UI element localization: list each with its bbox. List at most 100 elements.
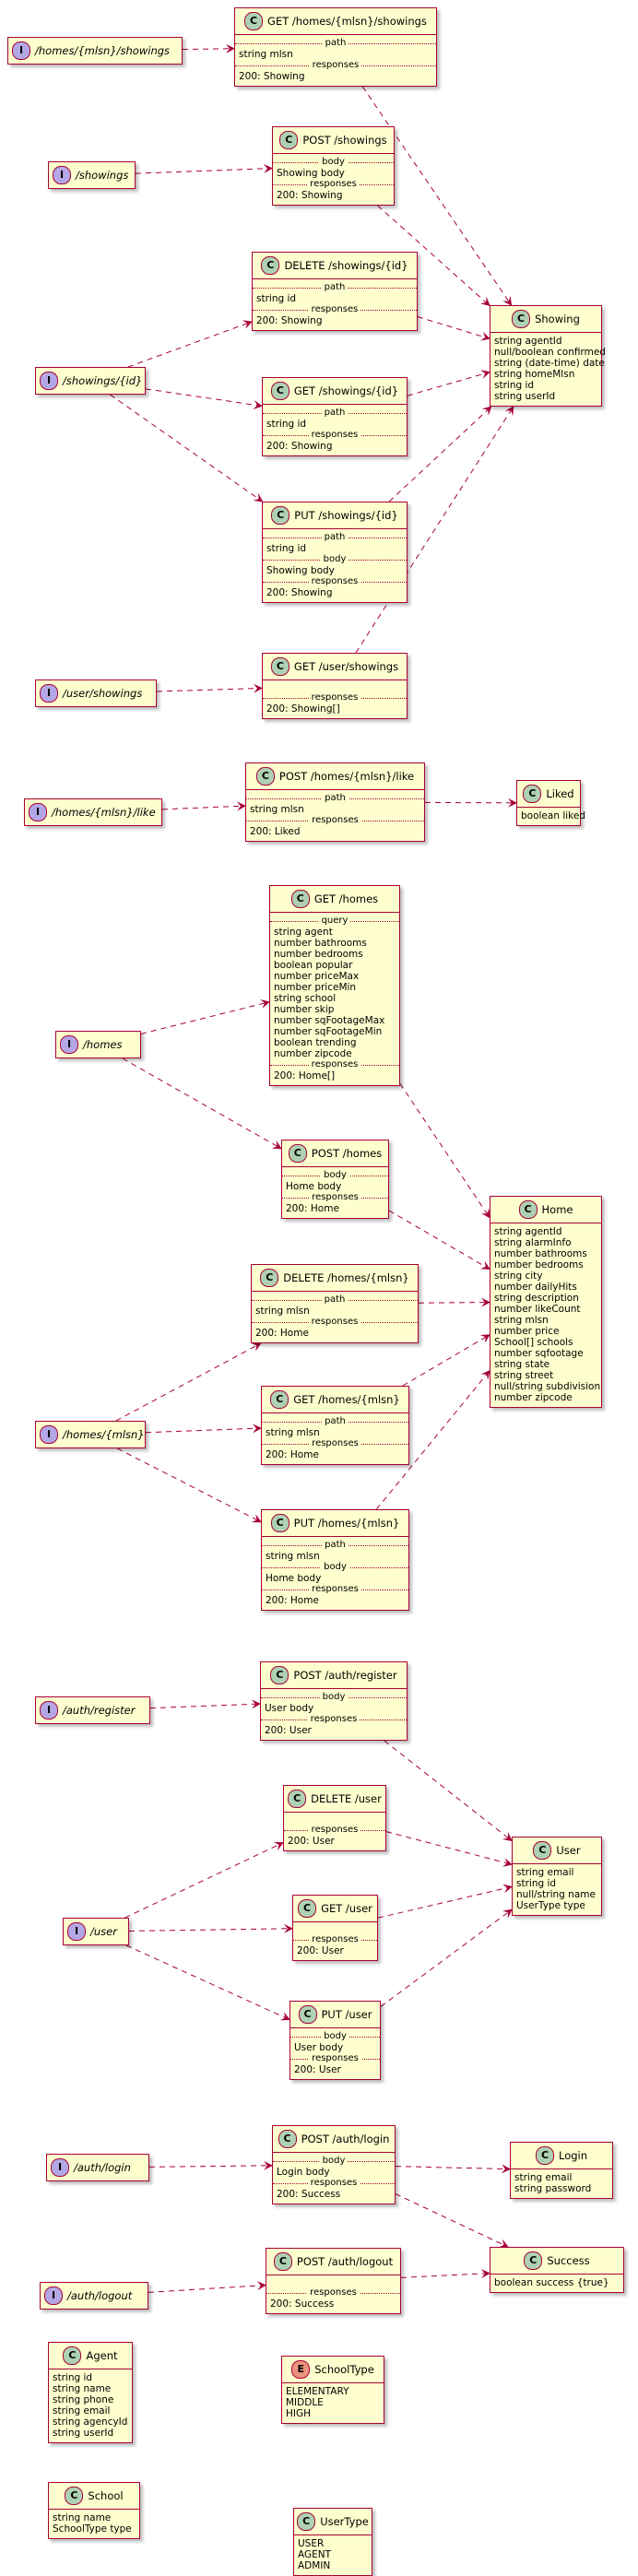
section-divider: responses [270,1059,399,1070]
field-row: string homeMlsn [494,369,597,380]
section-label: responses [309,1825,361,1835]
section-divider: path [252,1294,418,1306]
interface-label: /homes/{mlsn}/like [52,806,156,819]
dependency-arrow [150,1704,260,1708]
dependency-arrow [400,1083,490,1217]
field-row: School[] schools [494,1337,597,1348]
field-row: string id [53,2372,128,2383]
field-row: 200: Showing [266,587,403,598]
section-gap [288,1815,382,1825]
interface-auth-register[interactable]: I/auth/register [35,1696,150,1724]
section-divider: path [246,793,424,804]
field-row: string mlsn [250,804,420,815]
class-body: boolean liked [517,808,580,825]
interface-showings-id[interactable]: I/showings/{id} [35,367,146,395]
dependency-arrow [148,2286,266,2293]
section-gap [297,1925,373,1934]
interface-showings[interactable]: I/showings [48,161,136,189]
section-label: path [322,1416,349,1426]
field-row: Home body [266,1573,405,1584]
section-label: responses [308,2178,360,2188]
field-row: string mlsn [266,1551,405,1562]
section-divider: path [253,282,417,293]
interface-homes[interactable]: I/homes [55,1031,141,1058]
section-divider: responses [266,2287,400,2298]
class-title: DELETE /user [311,1793,382,1804]
interface-icon: I [40,684,58,703]
class-title: GET /showings/{id} [294,385,398,396]
interface-like[interactable]: I/homes/{mlsn}/like [24,798,162,826]
section-divider: body [273,157,394,168]
class-icon: C [261,256,279,275]
interface-label: /showings [76,169,128,182]
dependency-arrow [419,1303,490,1304]
field-row: string userId [494,391,597,402]
interface-icon: I [12,41,30,60]
interface-showings-mlsn[interactable]: I/homes/{mlsn}/showings [7,37,183,65]
section-divider: responses [263,430,407,441]
field-row: 200: Showing [266,441,403,452]
interface-user-showings[interactable]: I/user/showings [35,679,157,707]
class-icon: C [271,506,289,525]
class-title: GET /user [321,1903,372,1914]
interface-homes-mlsn[interactable]: I/homes/{mlsn} [35,1421,146,1448]
section-divider: body [282,1170,388,1181]
interface-auth-logout[interactable]: I/auth/logout [40,2282,148,2310]
dependency-arrow [117,1448,261,1522]
field-row: number likeCount [494,1304,597,1315]
interface-auth-login[interactable]: I/auth/login [46,2154,149,2181]
field-row: string id [266,419,403,430]
section-label: responses [309,1317,361,1327]
field-row: number priceMin [274,982,396,993]
section-label: body [321,554,349,564]
section-label: path [322,282,349,292]
interface-user[interactable]: I/user [63,1918,129,1945]
section-label: body [321,1562,349,1572]
class-title: DELETE /homes/{mlsn} [283,1272,408,1283]
interface-label: /showings/{id} [63,374,142,387]
